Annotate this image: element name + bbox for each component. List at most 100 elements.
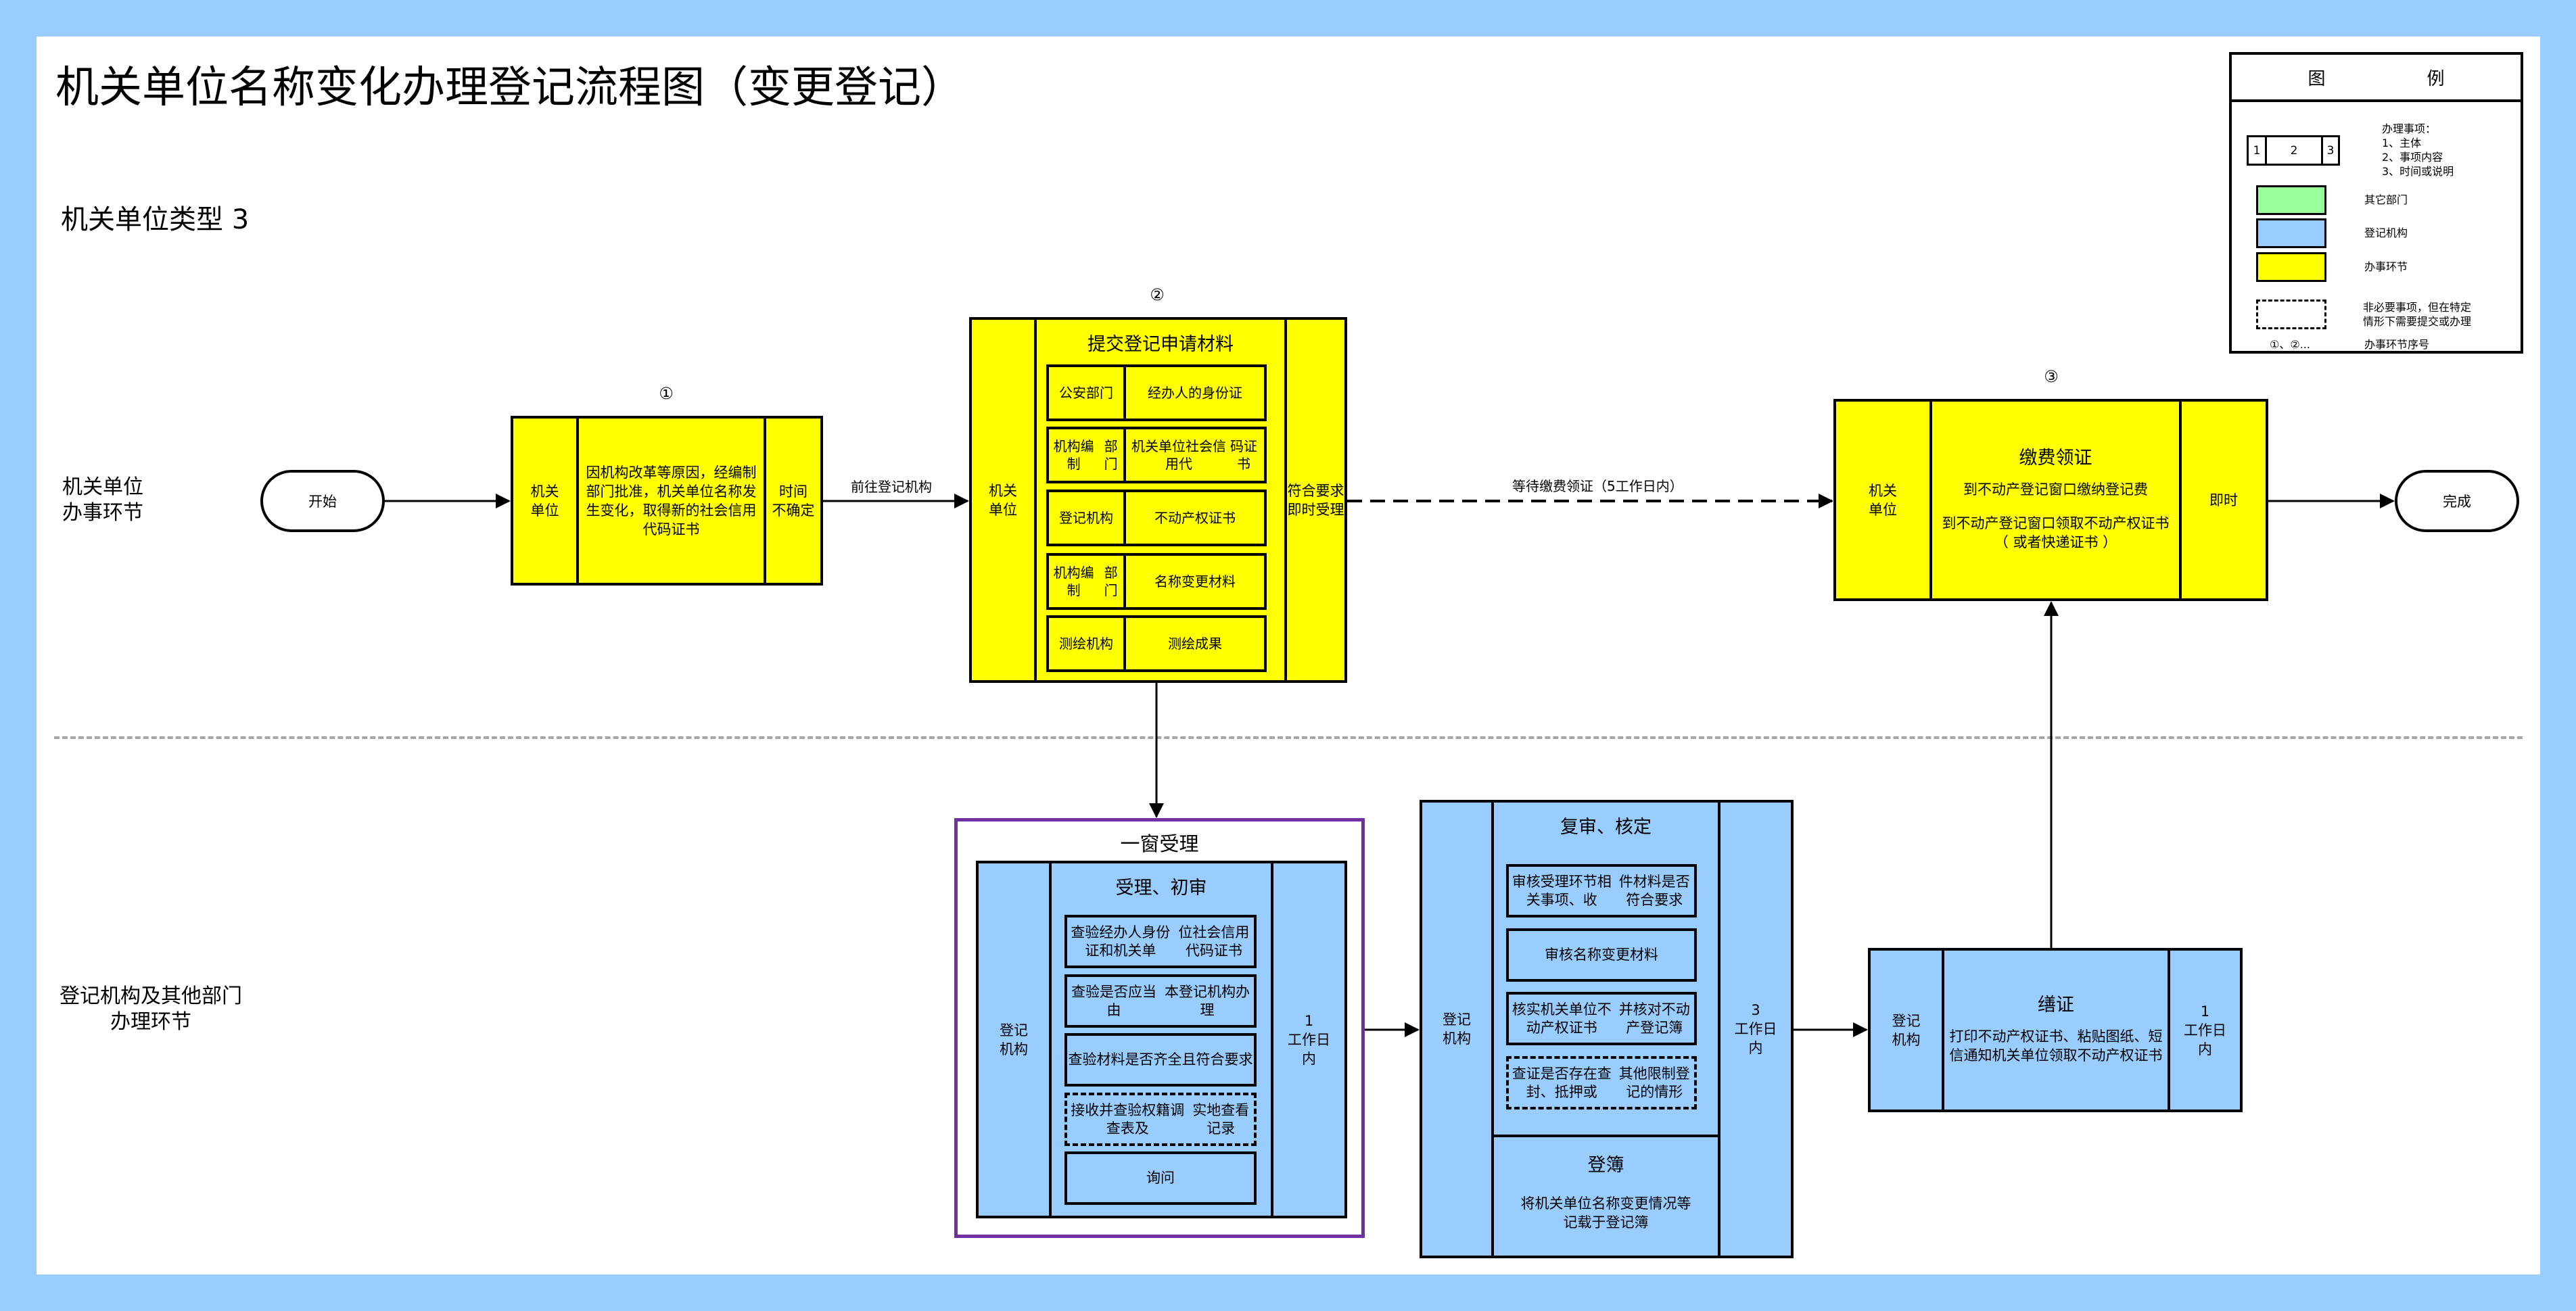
task-line: 实地查看记录 [1192, 1101, 1250, 1137]
legend: 图 例 1 2 3 办理事项： 1、主体 2、事项内容 3、时间或说明 其它部门… [2229, 52, 2523, 354]
task-line: 件材料是否符合要求 [1618, 873, 1690, 908]
task-line: 核实机关单位不动产权证书 [1512, 1001, 1612, 1036]
legend-segment-sample: 1 2 3 [2247, 135, 2340, 166]
edge-label-wait-fee: 等待缴费领证（5工作日内） [1512, 478, 1683, 494]
time-line: 内 [1302, 1050, 1316, 1067]
certificate-content: 缮证 打印不动产权证书、粘贴图纸、短 信通知机关单位领取不动产权证书 [1942, 951, 2168, 1110]
subject-line: 登记 [1892, 1012, 1921, 1029]
material-dept-line: 部门 [1104, 565, 1118, 598]
legend-label: 其它部门 [2364, 193, 2408, 206]
material-dept: 登记机构 [1049, 492, 1126, 544]
material-row: 测绘机构测绘成果 [1046, 615, 1267, 672]
task-item: 核实机关单位不动产权证书并核对不动产登记簿 [1506, 992, 1697, 1045]
optional-task: 接收并查验权籍调查表及实地查看记录 [1064, 1093, 1257, 1146]
time-line: 1 [2200, 1003, 2210, 1020]
review-subject: 登记 机构 [1422, 803, 1491, 1256]
legend-numbering-sample: ①、②... [2270, 338, 2310, 351]
step-1-time: 时间 不确定 [764, 419, 820, 583]
step-3-content: 缴费领证 到不动产登记窗口缴纳登记费 到不动产登记窗口领取不动产权证书 （ 或者… [1929, 402, 2179, 598]
material-item-line: 经办人的 [1148, 385, 1202, 401]
time-line: 内 [1748, 1040, 1763, 1056]
material-dept-line: 机构编制 [1053, 438, 1094, 472]
legend-swatch [2256, 218, 2326, 248]
task-line: 且符合要求 [1181, 1051, 1253, 1068]
step-3-box[interactable]: 机关 单位 缴费领证 到不动产登记窗口缴纳登记费 到不动产登记窗口领取不动产权证… [1833, 399, 2268, 601]
end-terminal[interactable]: 完成 [2395, 470, 2519, 532]
task-line: 本登记机构办理 [1165, 983, 1250, 1018]
record-heading: 登簿 [1587, 1155, 1624, 1176]
time-line: 内 [2198, 1041, 2212, 1057]
certificate-heading: 缮证 [2038, 994, 2074, 1016]
legend-title-right: 例 [2427, 68, 2445, 89]
material-row: 公安部门经办人的身份证 [1046, 364, 1267, 421]
certificate-box[interactable]: 登记 机构 缮证 打印不动产权证书、粘贴图纸、短 信通知机关单位领取不动产权证书… [1868, 948, 2243, 1112]
subject-line: 登记 [1000, 1022, 1028, 1039]
certificate-time: 1 工作日 内 [2168, 951, 2240, 1110]
subject-line: 机构 [1892, 1031, 1921, 1048]
subject-line: 机关 [530, 483, 559, 500]
step-1-content: 因机构改革等原因，经编制部门批准，机关单位名称发生变化，取得新的社会信用代码证书 [576, 419, 764, 583]
legend-label: 登记机构 [2364, 227, 2408, 239]
lane-separator [54, 736, 2523, 739]
legend-numbering-desc: 办事环节序号 [2364, 338, 2430, 351]
task-item: 询问 [1064, 1151, 1257, 1205]
task-line: 接收并查验权籍调查表及 [1071, 1101, 1185, 1137]
material-dept-line: 部门 [1104, 438, 1118, 472]
time-line: 即时受理 [1287, 501, 1344, 518]
subject-line: 单位 [530, 502, 559, 519]
acceptance-heading: 受理、初审 [1115, 878, 1207, 899]
step-2-heading: 提交登记申请材料 [1087, 334, 1234, 355]
step-3-subject: 机关 单位 [1836, 402, 1929, 598]
review-box[interactable]: 登记 机构 复审、核定 登簿 将机关单位名称变更情况等 记载于登记簿 3 工作日… [1420, 800, 1794, 1258]
task-line: 查验经办人身份证和机关单 [1071, 924, 1171, 959]
material-item-line: 不动产权证书 [1154, 510, 1236, 526]
material-item-line: 身份证 [1202, 385, 1242, 401]
task-line: 并核对不动产登记簿 [1618, 1001, 1690, 1036]
task-line: 查验是否应当由 [1071, 983, 1156, 1018]
material-dept-line: 测绘 [1059, 636, 1086, 652]
acceptance-subject: 登记 机构 [979, 863, 1049, 1216]
material-dept: 公安部门 [1049, 367, 1126, 419]
material-dept-line: 机构 [1086, 636, 1113, 652]
material-item: 名称变更材料 [1126, 556, 1264, 607]
legend-desc-line: 2、事项内容 [2382, 151, 2443, 164]
lane-label-line: 登记机构及其他部门 [60, 984, 242, 1008]
material-row: 机构编制部门机关单位社会信用代码证书 [1046, 427, 1267, 483]
legend-desc-line: 1、主体 [2382, 137, 2422, 149]
legend-swatch [2256, 252, 2326, 282]
step-number-2: ② [1150, 285, 1165, 304]
edge-label-to-registration: 前往登记机构 [851, 479, 932, 495]
time-line: 工作日 [1734, 1021, 1777, 1037]
certificate-line: 信通知机关单位领取不动产权证书 [1949, 1047, 2163, 1064]
task-item: 查验材料是否齐全且符合要求 [1064, 1033, 1257, 1087]
start-terminal[interactable]: 开始 [260, 470, 385, 532]
review-heading: 复审、核定 [1560, 817, 1652, 838]
review-content: 复审、核定 登簿 将机关单位名称变更情况等 记载于登记簿 [1491, 803, 1718, 1256]
step-2-time: 符合要求 即时受理 [1284, 320, 1344, 680]
legend-optional-swatch [2256, 300, 2326, 329]
task-item: 审核名称变更材料 [1506, 928, 1697, 982]
legend-desc-line: 情形下需要提交或办理 [2363, 315, 2472, 328]
lane-label-line: 办事环节 [62, 501, 143, 525]
acceptance-box[interactable]: 登记 机构 受理、初审 1 工作日 内 [976, 861, 1347, 1218]
step-2-subject: 机关 单位 [972, 320, 1034, 680]
certificate-line: 打印不动产权证书、粘贴图纸、短 [1949, 1028, 2163, 1045]
time-line: 符合要求 [1287, 482, 1344, 499]
unit-type-label: 机关单位类型 3 [61, 204, 250, 235]
material-dept: 机构编制部门 [1049, 556, 1126, 607]
material-dept-line: 机构 [1086, 510, 1113, 526]
material-item-line: 码证书 [1230, 438, 1257, 472]
legend-optional-desc: 非必要事项，但在特定 情形下需要提交或办理 [2363, 300, 2471, 329]
task-line: 查验材料是否齐全 [1068, 1051, 1182, 1068]
time-line: 3 [1751, 1002, 1760, 1018]
legend-desc-line: 办理事项： [2382, 122, 2437, 135]
step-number-1: ① [659, 384, 674, 403]
subject-line: 单位 [1869, 501, 1897, 518]
lane-label-line: 办理环节 [110, 1010, 191, 1034]
legend-segment: 2 [2267, 137, 2323, 164]
record-line: 记载于登记簿 [1563, 1214, 1649, 1231]
acceptance-content: 受理、初审 [1049, 863, 1271, 1216]
task-line: 询问 [1146, 1170, 1175, 1186]
material-item: 经办人的身份证 [1126, 367, 1264, 419]
step-1-box[interactable]: 机关 单位 因机构改革等原因，经编制部门批准，机关单位名称发生变化，取得新的社会… [511, 416, 823, 586]
